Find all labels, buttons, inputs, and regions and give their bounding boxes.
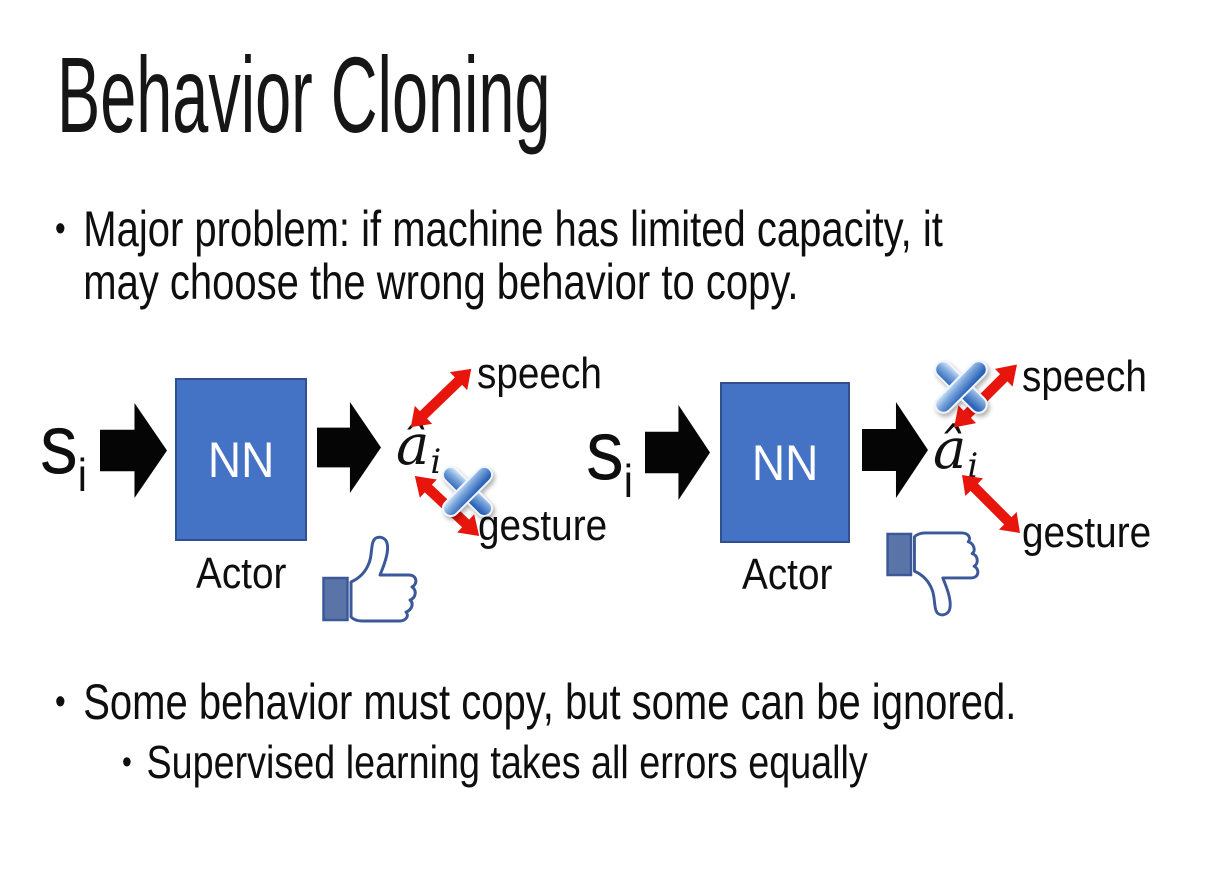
red-double-arrow-icon <box>410 368 472 428</box>
slide-title: Behavior Cloning <box>57 34 551 155</box>
thumbs-down-icon <box>886 531 980 617</box>
bullet-marker: • <box>55 208 66 250</box>
state-input-label: si <box>586 408 633 504</box>
bullet-major-problem: • Major problem: if machine has limited … <box>55 203 943 309</box>
red-double-arrow-icon <box>954 364 1017 428</box>
nn-box-label: NN <box>207 431 275 488</box>
nn-box: NN <box>720 382 850 543</box>
bullet-marker: • <box>55 681 66 723</box>
blue-x-icon <box>441 465 494 518</box>
block-arrow-icon <box>645 405 710 500</box>
bullet-line: Supervised learning takes all errors equ… <box>146 736 868 788</box>
actor-caption: Actor <box>196 549 287 598</box>
block-arrow-icon <box>317 402 381 493</box>
nn-box-label: NN <box>751 434 819 491</box>
gesture-label: gesture <box>1022 508 1152 557</box>
state-subscript: i <box>77 448 88 501</box>
bullet-line: Some behavior must copy, but some can be… <box>83 674 1017 730</box>
speech-label: speech <box>477 349 602 398</box>
thumbs-up-icon <box>322 535 418 623</box>
action-subscript: i <box>430 442 442 482</box>
state-symbol: s <box>586 403 624 497</box>
state-input-label: si <box>40 402 87 498</box>
blue-x-icon <box>934 360 988 414</box>
bullet-text: Major problem: if machine has limited ca… <box>83 203 943 309</box>
action-symbol: â <box>933 417 967 482</box>
state-subscript: i <box>623 454 634 507</box>
bullet-marker: • <box>122 743 132 781</box>
block-arrow-icon <box>100 403 167 498</box>
red-double-arrow-icon <box>962 475 1020 533</box>
bullet-line-1: Major problem: if machine has limited ca… <box>83 201 943 257</box>
state-symbol: s <box>40 397 78 491</box>
gesture-label: gesture <box>478 501 608 550</box>
action-output-label: âi <box>933 422 979 486</box>
speech-label: speech <box>1022 352 1147 401</box>
bullet-some-behavior: • Some behavior must copy, but some can … <box>55 676 1016 729</box>
actor-caption: Actor <box>742 550 833 599</box>
block-arrow-icon <box>862 402 928 498</box>
nn-box: NN <box>175 378 307 541</box>
bullet-line-2: may choose the wrong behavior to copy. <box>83 254 799 310</box>
action-subscript: i <box>967 446 979 486</box>
bullet-supervised-learning: • Supervised learning takes all errors e… <box>122 738 868 787</box>
